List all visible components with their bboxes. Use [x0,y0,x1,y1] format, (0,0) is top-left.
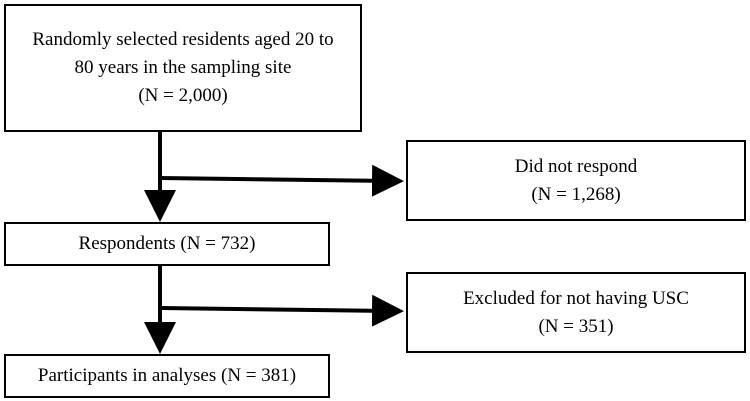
selected-residents-box: Randomly selected residents aged 20 to 8… [4,4,362,132]
non-response-label: Did not respond [514,155,638,177]
excluded-box: Excluded for not having USC (N = 351) [406,272,746,353]
respondents-label: Respondents (N = 732) [78,233,256,254]
participants-box: Participants in analyses (N = 381) [4,354,330,398]
excluded-count: (N = 351) [538,315,614,337]
connector-to-excluded [159,294,404,327]
connector-to-nonresponse [159,164,404,197]
excluded-label: Excluded for not having USC [463,287,689,309]
respondents-box: Respondents (N = 732) [4,222,330,266]
selected-residents-line-2: 80 years in the sampling site [74,57,292,78]
non-response-box: Did not respond (N = 1,268) [406,140,746,221]
selected-residents-count: (N = 2,000) [138,85,228,106]
participants-label: Participants in analyses (N = 381) [37,365,297,386]
non-response-count: (N = 1,268) [531,183,621,205]
selected-residents-line-1: Randomly selected residents aged 20 to [32,29,334,50]
